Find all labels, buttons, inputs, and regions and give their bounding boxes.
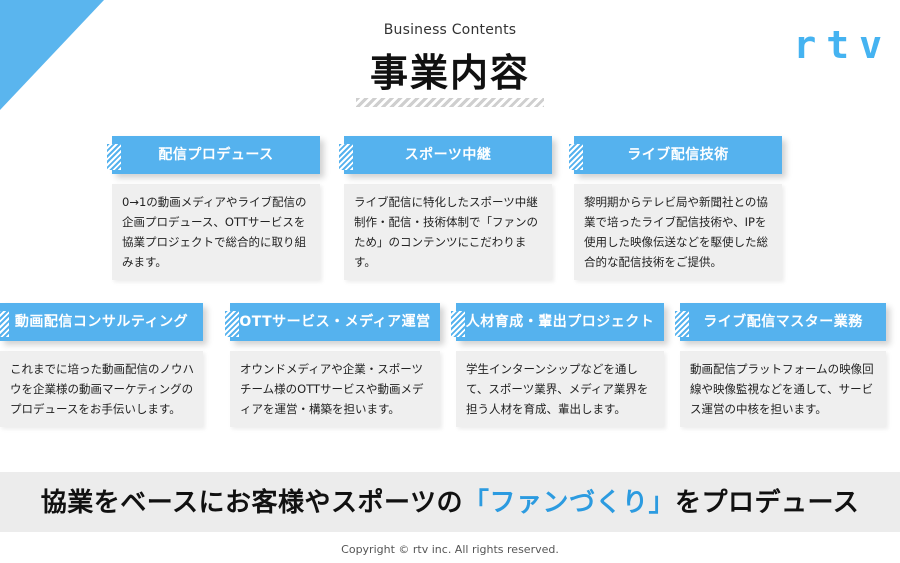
corner-decoration [0,0,104,110]
card-title: 動画配信コンサルティング [0,303,203,341]
slogan-part3: をプロデュース [675,488,860,518]
card-title: 人材育成・輩出プロジェクト [451,303,664,341]
card-sports-broadcast: スポーツ中継 ライブ配信に特化したスポーツ中継制作・配信・技術体制で「ファンのた… [339,136,552,280]
page-header: Business Contents 事業内容 [0,22,900,107]
slogan-highlight: 協業をベースにお客様やスポーツの「ファンづくり」をプロデュース [34,482,866,519]
rtv-logo: rtv [793,23,892,67]
card-body: 黎明期からテレビ局や新聞社との協業で培ったライブ配信技術や、IPを使用した映像伝… [574,184,782,280]
slogan-part1: 協業をベースにお客様やスポーツの [40,488,463,518]
card-title: ライブ配信マスター業務 [675,303,886,341]
card-ott-media: OTTサービス・メディア運営 オウンドメディアや企業・スポーツチーム様のOTTサ… [225,303,440,427]
card-title: 配信プロデュース [107,136,320,174]
card-title: スポーツ中継 [339,136,552,174]
card-body: これまでに培った動画配信のノウハウを企業様の動画マーケティングのプロデュースをお… [0,351,203,427]
card-live-tech: ライブ配信技術 黎明期からテレビ局や新聞社との協業で培ったライブ配信技術や、IP… [569,136,782,280]
card-body: 0→1の動画メディアやライブ配信の企画プロデュース、OTTサービスを協業プロジェ… [112,184,320,280]
card-body: 動画配信プラットフォームの映像回線や映像監視などを通して、サービス運営の中核を担… [680,351,886,427]
card-streaming-produce: 配信プロデュース 0→1の動画メディアやライブ配信の企画プロデュース、OTTサー… [107,136,320,280]
card-live-master: ライブ配信マスター業務 動画配信プラットフォームの映像回線や映像監視などを通して… [675,303,886,427]
page-subtitle: Business Contents [383,22,517,38]
card-consulting: 動画配信コンサルティング これまでに培った動画配信のノウハウを企業様の動画マーケ… [0,303,203,427]
card-talent: 人材育成・輩出プロジェクト 学生インターンシップなどを通して、スポーツ業界、メデ… [451,303,664,427]
card-body: オウンドメディアや企業・スポーツチーム様のOTTサービスや動画メディアを運営・構… [230,351,440,427]
slogan: 協業をベースにお客様やスポーツの「ファンづくり」をプロデュース [0,482,900,519]
copyright: Copyright © rtv inc. All rights reserved… [341,543,559,556]
page-title: 事業内容 [355,42,545,107]
card-body: 学生インターンシップなどを通して、スポーツ業界、メディア業界を担う人材を育成、輩… [456,351,664,427]
card-title: ライブ配信技術 [569,136,782,174]
slogan-band [0,472,900,532]
card-title: OTTサービス・メディア運営 [225,303,440,341]
card-body: ライブ配信に特化したスポーツ中継制作・配信・技術体制で「ファンのため」のコンテン… [344,184,552,280]
slogan-part2: 「ファンづくり」 [462,488,675,518]
